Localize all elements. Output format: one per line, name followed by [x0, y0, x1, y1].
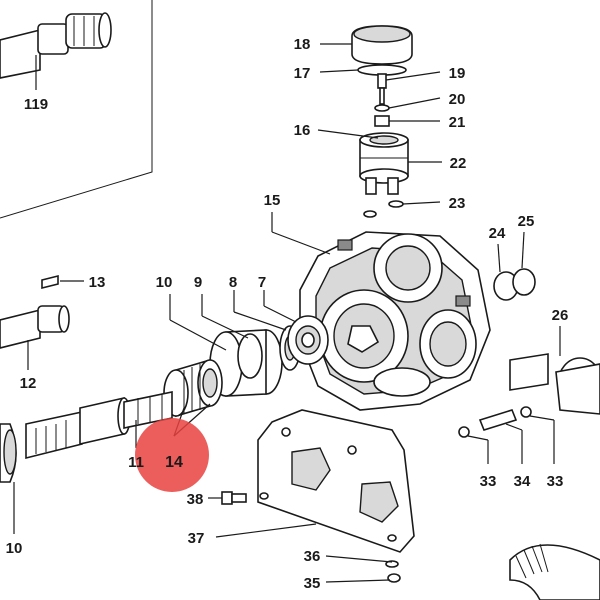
highlight-marker	[135, 418, 209, 492]
leader-37	[215, 523, 317, 538]
part-23-pin	[388, 200, 404, 208]
callout-10-lower: 10	[6, 540, 23, 557]
leader-17	[319, 69, 359, 73]
part-14-bearing	[163, 358, 223, 418]
callout-119: 119	[24, 96, 48, 113]
callout-38: 38	[187, 491, 204, 508]
part-7-bearing	[287, 315, 329, 365]
callout-9: 9	[194, 274, 202, 291]
part-26-piston-head	[509, 353, 600, 415]
part-9-sleeve	[237, 333, 263, 379]
part-33-ring-left	[458, 426, 470, 438]
leader-24	[497, 243, 501, 273]
callout-7: 7	[258, 274, 266, 291]
part-12-shaft	[0, 305, 70, 349]
part-18-cap	[351, 25, 413, 65]
part-119-shaft	[0, 12, 112, 79]
leader-15b	[271, 231, 331, 255]
part-34-pin	[478, 409, 518, 431]
callout-15: 15	[264, 192, 281, 209]
leader-33b-1	[529, 415, 555, 421]
part-20-washer	[374, 104, 390, 112]
callout-11: 11	[128, 454, 144, 471]
callout-37: 37	[188, 530, 205, 547]
leader-8b	[233, 311, 287, 331]
callout-20: 20	[449, 91, 466, 108]
leader-35	[325, 579, 391, 583]
part-37-bracket	[257, 409, 415, 553]
leader-10a-b	[169, 319, 227, 351]
part-35-nut	[387, 573, 401, 583]
leader-36	[325, 555, 393, 563]
leader-20	[388, 97, 441, 109]
callout-24: 24	[489, 225, 506, 242]
callout-16: 16	[294, 122, 311, 139]
callout-17: 17	[294, 65, 311, 82]
callout-12: 12	[20, 375, 37, 392]
callout-23: 23	[449, 195, 466, 212]
part-15-pump-housing	[299, 231, 491, 411]
callout-19: 19	[449, 65, 466, 82]
callout-25: 25	[518, 213, 535, 230]
part-10-seal-lower	[0, 423, 17, 483]
inset-frame	[0, 0, 153, 219]
leader-33a-1	[467, 435, 489, 441]
leader-25	[521, 231, 525, 269]
part-21-nut	[374, 115, 390, 127]
part-19-bolt	[377, 73, 387, 105]
callout-22: 22	[450, 155, 467, 172]
callout-14: 14	[165, 454, 183, 471]
callout-34: 34	[514, 473, 531, 490]
part-13-key	[41, 274, 59, 290]
callout-18: 18	[294, 36, 311, 53]
callout-36: 36	[304, 548, 321, 565]
leader-7b	[263, 305, 297, 323]
callout-33-left: 33	[480, 473, 497, 490]
leader-16	[317, 129, 379, 139]
leader-19	[385, 71, 441, 81]
callout-21: 21	[449, 114, 466, 131]
callout-33-right: 33	[547, 473, 564, 490]
part-36-washer	[385, 560, 399, 568]
part-38-bolt	[221, 491, 247, 505]
callout-10-upper: 10	[156, 274, 173, 291]
part-11-main-shaft	[25, 391, 173, 460]
leader-23	[402, 201, 441, 205]
leader-9b	[201, 315, 249, 339]
callout-35: 35	[304, 575, 321, 592]
callout-26: 26	[552, 307, 569, 324]
part-hose	[509, 543, 600, 600]
callout-13: 13	[89, 274, 106, 291]
leader-34-1	[505, 423, 523, 431]
part-25-circlip	[512, 268, 536, 296]
part-33-ring-right	[520, 406, 532, 418]
callout-8: 8	[229, 274, 237, 291]
part-22-valve-body	[359, 132, 409, 195]
